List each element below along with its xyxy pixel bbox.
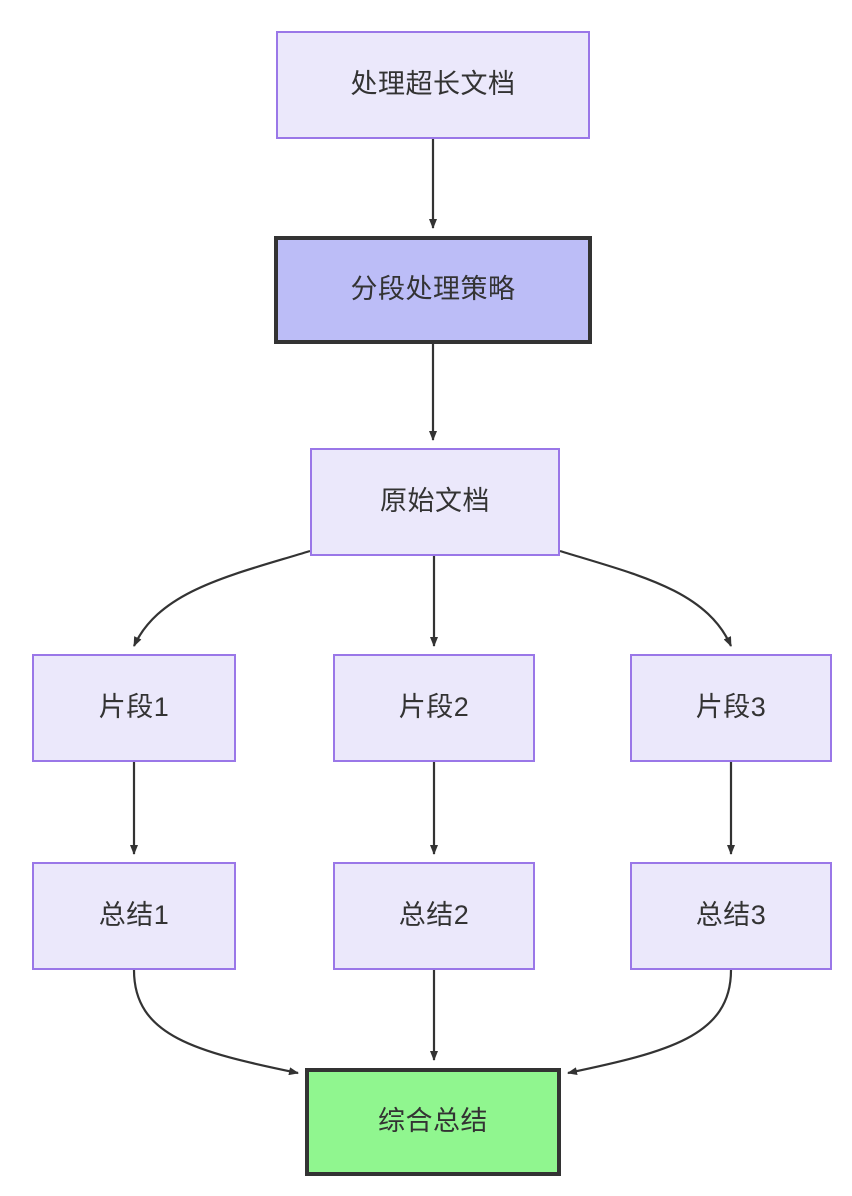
node-doc-root[interactable]: 处理超长文档 (276, 31, 590, 139)
node-original-doc[interactable]: 原始文档 (310, 448, 560, 556)
node-label: 处理超长文档 (350, 69, 516, 100)
node-label: 片段1 (98, 692, 170, 723)
node-chunk-1[interactable]: 片段1 (32, 654, 236, 762)
node-label: 总结3 (695, 900, 767, 931)
node-final-summary[interactable]: 综合总结 (305, 1068, 561, 1176)
node-summary-1[interactable]: 总结1 (32, 862, 236, 970)
node-label: 总结2 (398, 900, 470, 931)
node-summary-3[interactable]: 总结3 (630, 862, 832, 970)
edge-original-doc-to-chunk-3 (559, 549, 733, 647)
node-chunk-3[interactable]: 片段3 (630, 654, 832, 762)
node-label: 原始文档 (380, 486, 490, 517)
node-summary-2[interactable]: 总结2 (333, 862, 535, 970)
edge-summary-3-to-final-summary (567, 969, 733, 1076)
node-label: 总结1 (98, 900, 170, 931)
node-label: 分段处理策略 (350, 274, 516, 305)
node-label: 片段2 (398, 692, 470, 723)
edge-summary-1-to-final-summary (132, 969, 299, 1076)
node-strategy[interactable]: 分段处理策略 (274, 236, 592, 344)
node-label: 综合总结 (378, 1106, 488, 1137)
node-chunk-2[interactable]: 片段2 (333, 654, 535, 762)
edge-original-doc-to-chunk-1 (133, 549, 311, 647)
node-label: 片段3 (695, 692, 767, 723)
